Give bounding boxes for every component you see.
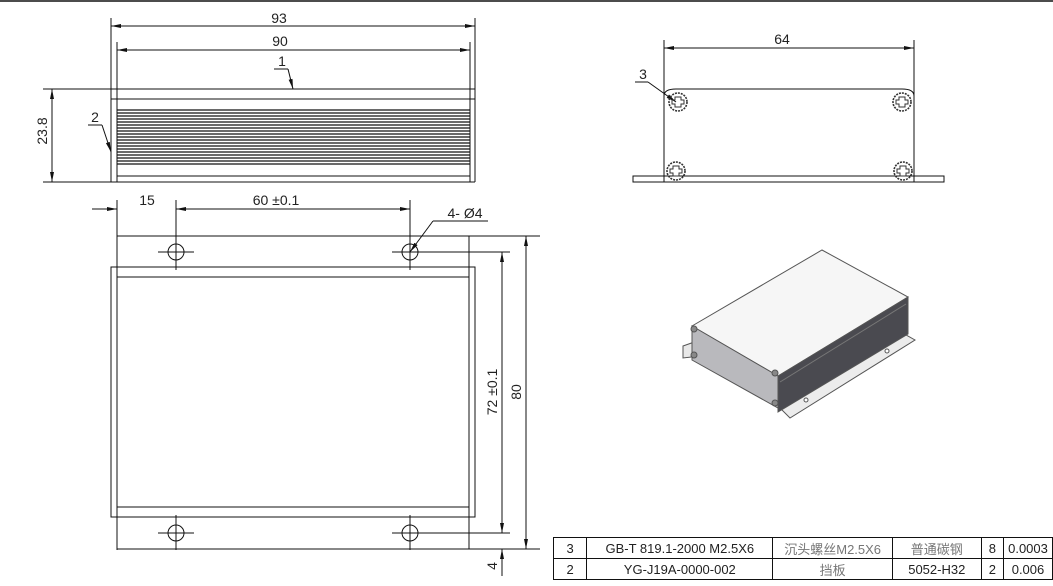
bom-material: 5052-H32: [891, 558, 982, 580]
bom-code: GB-T 819.1-2000 M2.5X6: [586, 537, 774, 559]
top-view: [43, 18, 476, 183]
bom-weight: 0.006: [1002, 558, 1053, 580]
bom-no: 3: [552, 537, 588, 559]
dim-end-width: 64: [774, 31, 790, 47]
bom-name: 沉头螺丝M2.5X6: [772, 537, 893, 559]
dim-overall-width: 93: [271, 10, 287, 26]
bom-material: 普通碳钢: [891, 537, 982, 559]
bom-no: 2: [552, 558, 588, 580]
bom-code: YG-J19A-0000-002: [586, 558, 774, 580]
bom-weight: 0.0003: [1002, 537, 1053, 559]
dim-height: 23.8: [34, 117, 50, 144]
dim-inner-width: 90: [272, 33, 288, 49]
bom-qty: 2: [980, 558, 1004, 580]
balloon-1: 1: [278, 53, 286, 69]
end-view: [632, 40, 945, 183]
dim-hole-callout: 4- Ø4: [447, 205, 482, 221]
dim-edge-margin: 4: [484, 562, 500, 570]
bom-qty: 8: [980, 537, 1004, 559]
dim-hole-spacing: 60 ±0.1: [253, 192, 300, 208]
bom-table: 3 GB-T 819.1-2000 M2.5X6 沉头螺丝M2.5X6 普通碳钢…: [552, 537, 1053, 580]
screw-icon: [666, 92, 913, 181]
dim-hole-vertical-spacing: 72 ±0.1: [484, 368, 500, 415]
balloon-3: 3: [639, 66, 647, 82]
bom-name: 挡板: [772, 558, 893, 580]
balloon-2: 2: [91, 109, 99, 125]
table-row: 2 YG-J19A-0000-002 挡板 5052-H32 2 0.006: [552, 558, 1053, 580]
dim-overall-depth: 80: [508, 384, 524, 400]
dim-edge-offset: 15: [139, 192, 155, 208]
isometric-enclosure-image: [682, 249, 916, 419]
plan-view: [92, 200, 540, 576]
table-row: 3 GB-T 819.1-2000 M2.5X6 沉头螺丝M2.5X6 普通碳钢…: [552, 537, 1053, 559]
